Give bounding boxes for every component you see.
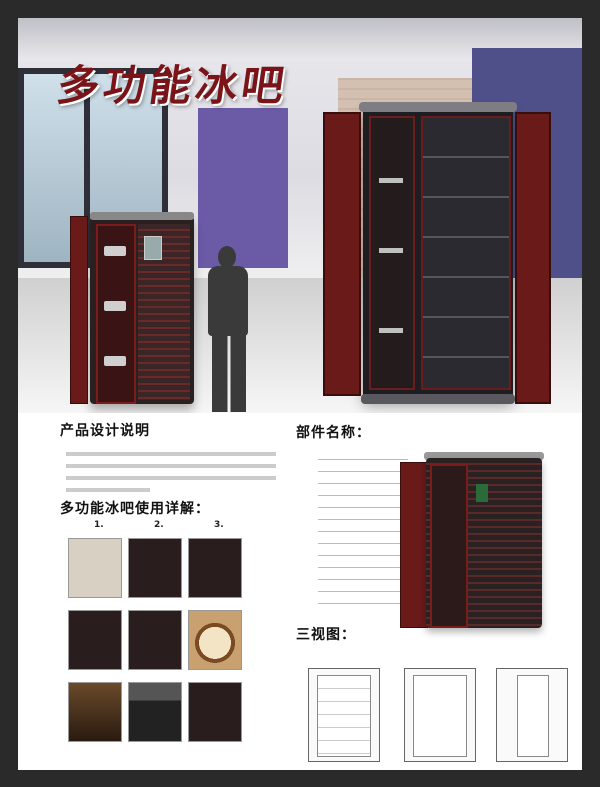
step-thumbnail: [68, 538, 122, 598]
person-photo: [128, 682, 182, 742]
person-silhouette: [198, 246, 258, 413]
step-number: 3.: [214, 520, 224, 530]
hero-scene: 多功能冰吧: [18, 18, 582, 413]
kitchen-cabinet: [198, 108, 288, 268]
poster: 多功能冰吧 产品设: [18, 18, 582, 770]
step-number: 1.: [94, 520, 104, 530]
step-thumbnail: [188, 538, 242, 598]
design-heading: 产品设计说明: [60, 423, 150, 439]
large-fridge-render: [323, 102, 551, 404]
coffee-cup-photo: [188, 610, 242, 670]
step-thumbnail: [188, 682, 242, 742]
views-heading: 三视图：: [296, 627, 356, 643]
step-thumbnail: [128, 538, 182, 598]
small-fridge-render: [70, 212, 194, 404]
step-number: 2.: [154, 520, 164, 530]
design-description-blurred: [66, 446, 276, 500]
side-view-drawing: [496, 668, 568, 762]
parts-heading: 部件名称：: [296, 425, 371, 441]
step-thumbnail: [68, 610, 122, 670]
parts-list-blurred: [318, 448, 408, 604]
page-title: 多功能冰吧: [54, 61, 292, 110]
front-view-drawing: [308, 668, 380, 762]
bar-photo: [68, 682, 122, 742]
usage-heading: 多功能冰吧使用详解：: [60, 501, 210, 517]
step-thumbnail: [128, 610, 182, 670]
parts-fridge-render: [390, 438, 544, 628]
front-closed-view-drawing: [404, 668, 476, 762]
